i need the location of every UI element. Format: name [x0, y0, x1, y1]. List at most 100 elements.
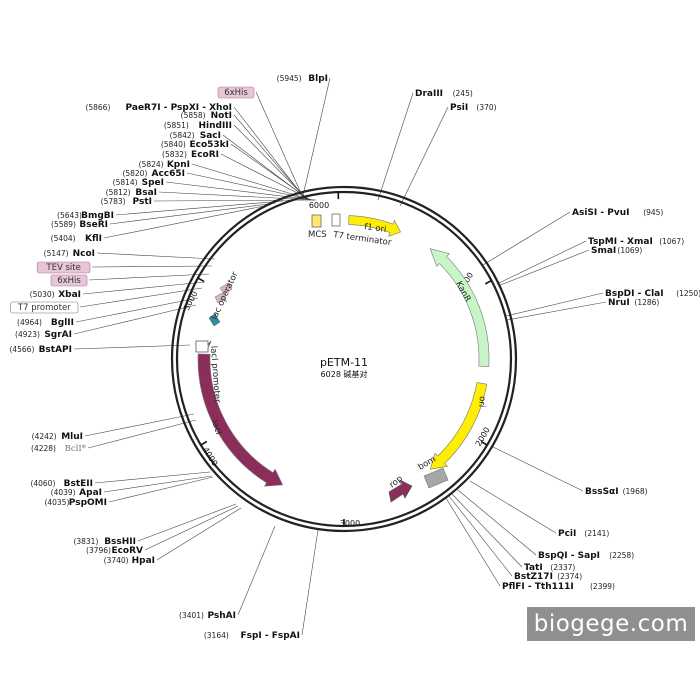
site-position: (3401) [179, 611, 204, 620]
site-name: BspQI - SapI [538, 551, 600, 561]
leader-line [88, 273, 210, 281]
tag-label: 6xHis [57, 276, 81, 286]
site-name: SmaI [591, 246, 616, 256]
restriction-sites-left: BlpI (5945) 6xHis PaeR7I - PspXI - XhoI(586… [9, 74, 328, 641]
bom-box [423, 467, 449, 489]
site-name: EcoRI [191, 150, 219, 160]
leader-line [237, 525, 276, 616]
leader-line [445, 497, 501, 587]
site-name: FspI - FspAI [240, 631, 300, 641]
site-left-6: Eco53kI(5840) [161, 140, 229, 150]
site-position: (2258) [609, 551, 634, 560]
leader-line [230, 143, 311, 201]
t7-terminator-box [331, 213, 341, 227]
leader-line [497, 249, 590, 287]
site-name: NruI [608, 298, 630, 308]
site-name: BmgBI [81, 211, 114, 221]
site-name: BssSαI [585, 487, 619, 497]
site-name: PflFI - Tth111I [502, 582, 574, 592]
site-position: (1250) [676, 289, 700, 298]
site-position: (5945) [277, 74, 302, 83]
site-position: (4242) [32, 432, 57, 441]
site-position: (3740) [104, 556, 129, 565]
leader-line [506, 301, 607, 321]
leader-lines [73, 77, 607, 636]
site-right-8: PciI(2141) [558, 529, 609, 539]
plasmid-size: 6028 碱基对 [321, 369, 368, 379]
leader-line [156, 507, 242, 561]
site-position: (2374) [557, 572, 582, 581]
site-name: BstEII [64, 479, 93, 489]
site-left-10: SpeI(5814) [113, 178, 164, 188]
site-position: (5404) [51, 234, 76, 243]
site-position: (3796) [86, 546, 111, 555]
feature-label-laci: lacI [209, 419, 223, 436]
site-name: PstI [133, 197, 152, 207]
feature-box [10, 301, 79, 314]
rop-arrow [388, 479, 413, 503]
feature-label-f1-ori: f1 ori [364, 222, 387, 235]
site-name: ApaI [79, 488, 102, 498]
site-name: AsiSI - PvuI [572, 208, 629, 218]
tick-label-3000: 3000 [340, 519, 360, 528]
site-position: (4060) [30, 479, 55, 488]
site-name: PsiI [450, 103, 468, 113]
site-left-30: EcoRV(3796) [86, 546, 143, 556]
site-name: Eco53kI [189, 140, 229, 150]
leader-line [301, 77, 331, 201]
site-right-3: TspMI - XmaI(1067) [588, 237, 684, 247]
site-position: (245) [453, 89, 473, 98]
leader-line [84, 413, 195, 437]
site-right-9: BspQI - SapI (2258) [538, 551, 634, 561]
site-name: TspMI - XmaI [588, 237, 653, 247]
site-left-16: NcoI(5147) [44, 249, 95, 259]
leader-line [233, 114, 308, 201]
leader-line [482, 211, 571, 266]
site-position: (1968) [623, 487, 648, 496]
tag-box [217, 86, 255, 99]
site-name: SgrAI [44, 330, 72, 340]
site-left-0: BlpI (5945) [277, 74, 328, 84]
site-position: (5030) [30, 290, 55, 299]
site-position: (5589) [51, 220, 76, 229]
site-right-2: AsiSI - PvuI(945) [572, 208, 663, 218]
tev-site-box [219, 282, 233, 295]
site-name: BseRI [79, 220, 108, 230]
site-left-20: T7 promoter [10, 301, 79, 314]
leader-line [220, 153, 312, 201]
site-position: (5840) [161, 140, 186, 149]
site-name: PspOMI [69, 498, 107, 508]
leader-line [103, 475, 213, 493]
site-left-2: PaeR7I - PspXI - XhoI(5866) [85, 103, 232, 113]
tag-box [50, 274, 88, 287]
leader-line [79, 287, 203, 308]
site-name: PaeR7I - PspXI - XhoI [126, 103, 232, 113]
site-left-17: TEV site [36, 261, 91, 274]
site-position: (370) [476, 103, 496, 112]
leader-line [94, 471, 211, 484]
leader-line [490, 445, 584, 492]
tick-mark-2000 [480, 440, 488, 446]
site-name: BstAPI [39, 345, 72, 355]
site-position: (1286) [634, 298, 659, 307]
site-position: (5820) [122, 169, 147, 178]
tick-label-6000: 6000 [309, 201, 329, 210]
ori-arrow [429, 382, 488, 470]
site-position: (2141) [584, 529, 609, 538]
laci-promoter-arrow [195, 340, 212, 353]
feature-label-lac-operator: lac operator [210, 270, 241, 321]
leader-line [103, 205, 265, 239]
site-position: (5812) [106, 188, 131, 197]
site-position: (5824) [139, 160, 164, 169]
laci-arrow [197, 353, 284, 487]
site-left-9: Acc65I(5820) [122, 169, 185, 179]
tag-box [36, 261, 91, 274]
site-name: NotI [211, 111, 232, 121]
site-right-12: PflFI - Tth111I(2399) [502, 582, 615, 592]
leader-line [496, 240, 587, 285]
site-left-5: SacI(5842) [170, 131, 221, 141]
site-right-10: TatI(2337) [524, 563, 575, 573]
site-name: BlpI [308, 74, 328, 84]
site-left-15: KflI(5404) [51, 234, 102, 244]
